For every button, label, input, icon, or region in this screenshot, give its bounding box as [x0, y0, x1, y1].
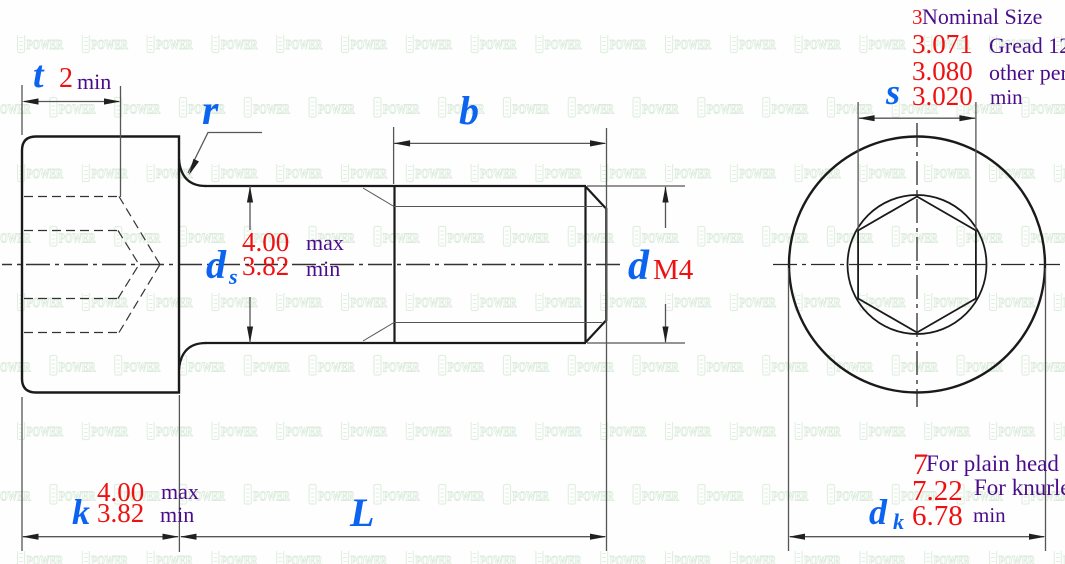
svg-text:k: k: [893, 509, 904, 534]
svg-text:max: max: [161, 479, 199, 504]
svg-text:4.00: 4.00: [242, 227, 289, 257]
svg-text:min: min: [973, 503, 1006, 527]
svg-text:t: t: [33, 54, 45, 96]
svg-text:2: 2: [59, 63, 73, 94]
svg-text:min: min: [160, 502, 194, 527]
svg-text:L: L: [349, 490, 374, 535]
svg-text:7.22: 7.22: [912, 475, 963, 507]
svg-text:d: d: [206, 242, 227, 287]
svg-text:3.82: 3.82: [242, 251, 289, 281]
svg-text:For plain head: For plain head: [926, 451, 1059, 476]
svg-text:d: d: [869, 492, 888, 532]
svg-text:d: d: [628, 243, 650, 289]
svg-text:min: min: [306, 256, 340, 281]
svg-text:7: 7: [913, 448, 928, 481]
svg-text:3.82: 3.82: [97, 498, 144, 528]
svg-text:r: r: [202, 88, 219, 134]
svg-text:For knurled: For knurled: [974, 475, 1065, 500]
svg-text:Nominal Size: Nominal Size: [922, 4, 1042, 29]
svg-text:3: 3: [912, 5, 923, 29]
svg-text:min: min: [77, 69, 111, 94]
svg-text:b: b: [459, 88, 479, 133]
svg-text:Gread 12.9: Gread 12.9: [989, 33, 1065, 58]
svg-text:3.080: 3.080: [912, 56, 973, 86]
svg-text:s: s: [228, 264, 238, 289]
svg-text:k: k: [72, 492, 90, 532]
svg-text:s: s: [885, 72, 900, 112]
svg-text:4.00: 4.00: [97, 477, 144, 507]
svg-text:max: max: [306, 230, 344, 255]
svg-text:6.78: 6.78: [912, 500, 963, 532]
svg-text:min: min: [990, 85, 1023, 109]
svg-text:3.020: 3.020: [912, 81, 973, 111]
svg-text:3.071: 3.071: [912, 29, 973, 59]
svg-text:other perfo: other perfo: [989, 60, 1065, 85]
svg-text:M4: M4: [653, 254, 694, 286]
